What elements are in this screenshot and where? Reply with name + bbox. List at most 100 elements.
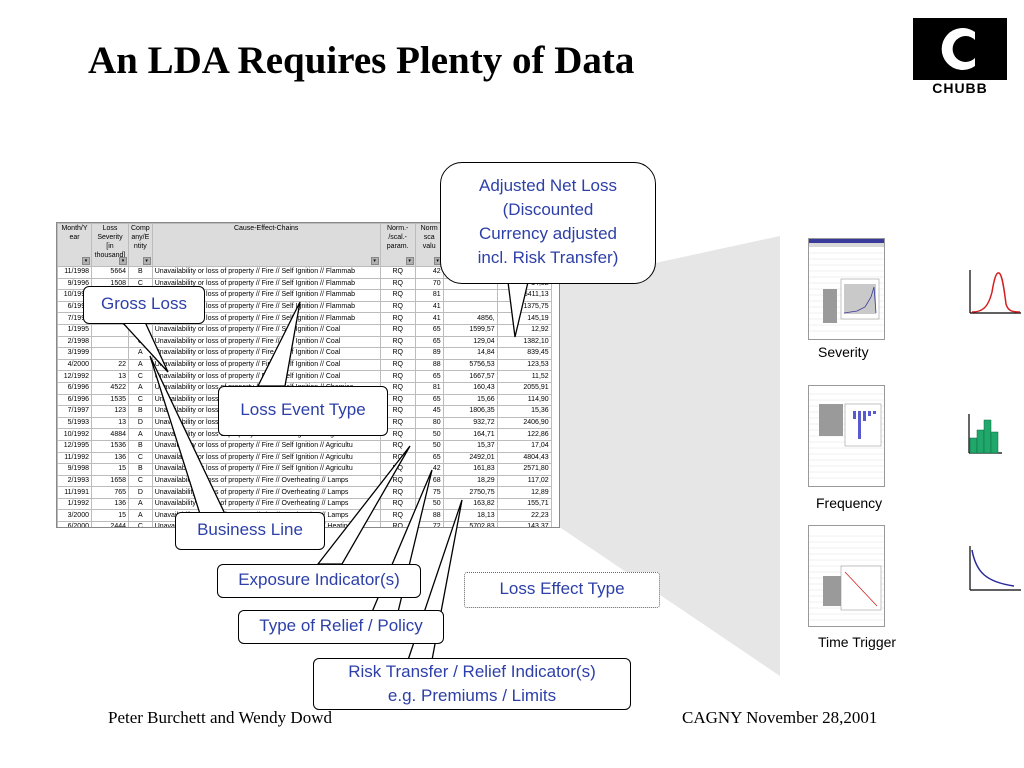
table-cell[interactable]: 4522 <box>91 381 129 395</box>
table-cell[interactable]: 164,71 <box>442 428 498 441</box>
table-cell[interactable]: 160,43 <box>442 381 498 395</box>
table-cell[interactable]: B <box>128 405 153 418</box>
table-cell[interactable]: C <box>128 474 153 488</box>
table-cell[interactable]: 145,19 <box>496 312 552 325</box>
table-cell[interactable]: 50 <box>414 497 444 511</box>
table-cell[interactable]: 75 <box>414 486 444 499</box>
table-cell[interactable]: 13 <box>91 416 129 430</box>
table-cell[interactable]: 1536 <box>91 439 129 453</box>
table-cell[interactable]: 89 <box>414 347 444 360</box>
table-cell[interactable]: 22 <box>91 358 129 372</box>
table-cell[interactable]: C <box>128 521 153 527</box>
table-cell[interactable]: RQ <box>379 289 416 302</box>
table-cell[interactable]: 81 <box>414 381 444 395</box>
table-cell[interactable]: 65 <box>414 335 444 349</box>
table-cell[interactable]: 11,52 <box>496 370 552 383</box>
table-cell[interactable]: 68 <box>414 474 444 488</box>
table-cell[interactable]: Unavailability or loss of property // Fi… <box>151 266 381 279</box>
table-cell[interactable]: A <box>128 347 153 360</box>
table-cell[interactable]: 1667,57 <box>442 370 498 383</box>
table-cell[interactable]: 5411,13 <box>496 289 552 302</box>
table-cell[interactable]: 2571,80 <box>496 463 552 476</box>
table-cell[interactable]: Unavailability or loss of property // Fi… <box>151 335 381 349</box>
table-cell[interactable]: B <box>128 439 153 453</box>
column-header[interactable]: Norm.- /scal.- param.▾ <box>379 223 416 267</box>
table-cell[interactable]: 80 <box>414 416 444 430</box>
table-cell[interactable]: 4/2000 <box>57 358 92 372</box>
table-cell[interactable]: 45 <box>414 405 444 418</box>
table-cell[interactable]: 9/1998 <box>57 463 92 476</box>
table-cell[interactable]: RQ <box>379 486 416 499</box>
table-cell[interactable]: 2750,75 <box>442 486 498 499</box>
table-cell[interactable]: 12,89 <box>496 486 552 499</box>
table-cell[interactable]: 2/1993 <box>57 474 92 488</box>
filter-dropdown-icon[interactable]: ▾ <box>119 257 127 265</box>
table-cell[interactable]: 155,71 <box>496 497 552 511</box>
table-cell[interactable]: 50 <box>414 439 444 453</box>
table-cell[interactable]: 1806,35 <box>442 405 498 418</box>
column-header[interactable]: Comp any/E ntity▾ <box>128 223 153 267</box>
column-header[interactable]: Month/Y ear▾ <box>57 223 92 267</box>
table-cell[interactable]: 18,29 <box>442 474 498 488</box>
table-cell[interactable]: 765 <box>91 486 129 499</box>
table-cell[interactable] <box>91 323 129 337</box>
table-cell[interactable]: 14,84 <box>442 347 498 360</box>
table-cell[interactable]: 1375,75 <box>496 300 552 314</box>
table-cell[interactable]: 50 <box>414 428 444 441</box>
table-cell[interactable]: RQ <box>379 497 416 511</box>
table-cell[interactable]: 3/1999 <box>57 347 92 360</box>
table-cell[interactable]: 2/1998 <box>57 335 92 349</box>
table-cell[interactable]: 4856, <box>442 312 498 325</box>
filter-dropdown-icon[interactable]: ▾ <box>370 257 379 265</box>
table-cell[interactable]: 70 <box>414 277 444 291</box>
table-cell[interactable]: RQ <box>379 358 416 372</box>
table-cell[interactable]: D <box>128 416 153 430</box>
table-cell[interactable]: 161,83 <box>442 463 498 476</box>
table-cell[interactable]: B <box>128 266 153 279</box>
table-cell[interactable]: 12,92 <box>496 323 552 337</box>
table-cell[interactable]: 81 <box>414 289 444 302</box>
table-cell[interactable]: RQ <box>379 439 416 453</box>
table-cell[interactable]: 1/1995 <box>57 323 92 337</box>
table-cell[interactable]: 15,37 <box>442 439 498 453</box>
table-cell[interactable]: 1658 <box>91 474 129 488</box>
table-cell[interactable]: 42 <box>414 266 444 279</box>
table-cell[interactable]: 15,66 <box>442 393 498 407</box>
table-cell[interactable]: 1535 <box>91 393 129 407</box>
table-cell[interactable]: RQ <box>379 463 416 476</box>
table-cell[interactable]: Unavailability or loss of property // Fi… <box>151 497 381 511</box>
table-cell[interactable]: 5664 <box>91 266 129 279</box>
table-cell[interactable]: A <box>128 428 153 441</box>
table-cell[interactable]: 117,02 <box>496 474 552 488</box>
table-cell[interactable]: 65 <box>414 323 444 337</box>
table-cell[interactable]: 136 <box>91 497 129 511</box>
table-cell[interactable]: 1382,10 <box>496 335 552 349</box>
table-cell[interactable]: 15,36 <box>496 405 552 418</box>
table-cell[interactable]: 15 <box>91 509 129 523</box>
table-cell[interactable]: 7/1997 <box>57 405 92 418</box>
table-cell[interactable]: 114,90 <box>496 393 552 407</box>
table-cell[interactable]: 5702,83 <box>442 521 498 527</box>
table-cell[interactable]: 41 <box>414 300 444 314</box>
table-cell[interactable]: 2406,90 <box>496 416 552 430</box>
table-cell[interactable]: RQ <box>379 521 416 527</box>
table-cell[interactable]: RQ <box>379 451 416 465</box>
table-cell[interactable]: 17,04 <box>496 439 552 453</box>
table-cell[interactable]: 1/1992 <box>57 497 92 511</box>
table-cell[interactable]: 839,45 <box>496 347 552 360</box>
table-cell[interactable]: D <box>128 486 153 499</box>
table-cell[interactable]: 2492,01 <box>442 451 498 465</box>
table-cell[interactable]: 4884 <box>91 428 129 441</box>
table-cell[interactable]: C <box>128 323 153 337</box>
table-cell[interactable]: Unavailability or loss of property // Fi… <box>151 439 381 453</box>
table-cell[interactable]: Unavailability or loss of property // Fi… <box>151 323 381 337</box>
table-cell[interactable]: 12/1995 <box>57 439 92 453</box>
filter-dropdown-icon[interactable]: ▾ <box>142 257 151 265</box>
table-cell[interactable]: RQ <box>379 312 416 325</box>
table-cell[interactable]: 4804,43 <box>496 451 552 465</box>
table-cell[interactable]: 88 <box>414 358 444 372</box>
table-cell[interactable] <box>91 347 129 360</box>
table-cell[interactable]: Unavailability or loss of property // Fi… <box>151 486 381 499</box>
table-cell[interactable]: 41 <box>414 312 444 325</box>
table-cell[interactable]: 2055,91 <box>496 381 552 395</box>
